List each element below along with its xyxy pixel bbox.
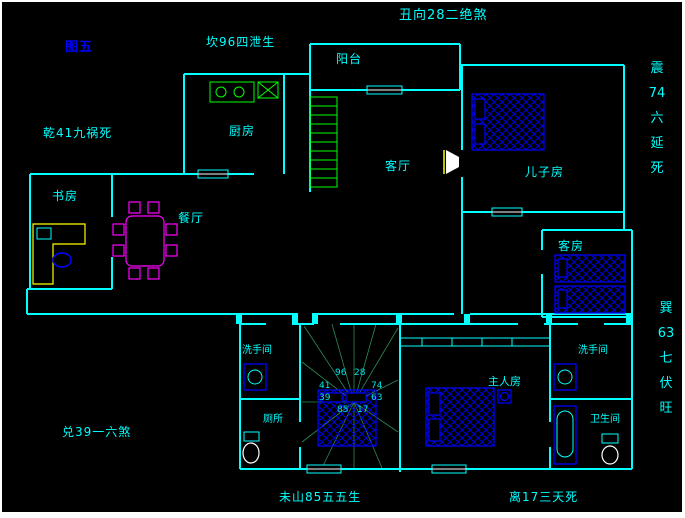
room-label-washroom-right: 洗手间: [578, 345, 608, 356]
annotation-kan: 坎96四泄生: [206, 35, 276, 49]
compass-number: 39: [319, 393, 331, 403]
fixtures: [242, 363, 619, 465]
annotation-xun-column: 巽 63 七 伏 旺: [652, 302, 680, 427]
guest-beds: [554, 254, 626, 314]
annotation-weishan: 未山85五五生: [279, 490, 362, 504]
bathtub: [553, 405, 577, 465]
annotation-zhen-line: 延: [650, 136, 664, 151]
room-label-kitchen: 厨房: [229, 124, 256, 138]
room-label-son: 儿子房: [525, 165, 565, 179]
master-bed: [425, 387, 512, 447]
annotation-dui: 兑39一六煞: [62, 425, 132, 439]
stairs: [309, 96, 338, 188]
study-desk: [32, 223, 86, 285]
room-label-living: 客厅: [385, 159, 412, 173]
kitchen-counter: [209, 81, 279, 103]
windows: [197, 85, 523, 474]
room-label-guest: 客房: [558, 239, 585, 253]
annotation-xun-line: 巽: [659, 301, 673, 316]
annotation-zhen-line: 死: [650, 161, 664, 176]
annotation-zhen-line: 六: [650, 111, 664, 126]
compass-number: 28: [354, 368, 366, 378]
son-bed: [471, 93, 545, 151]
compass-number: 74: [371, 381, 383, 391]
washer-right: [553, 363, 577, 391]
annotation-xun-line: 伏: [659, 376, 673, 391]
room-label-washroom-left: 洗手间: [242, 345, 272, 356]
room-label-dining: 餐厅: [178, 211, 205, 225]
compass-number: 41: [319, 381, 331, 391]
room-label-study: 书房: [52, 189, 79, 203]
figure-number-label: 图五: [65, 40, 94, 55]
compass-number: 63: [371, 393, 383, 403]
door-symbol: [443, 150, 459, 174]
annotation-chouxiang: 丑向28二绝煞: [399, 8, 488, 23]
annotation-xun-line: 63: [657, 326, 675, 341]
compass-number: 17: [357, 405, 369, 415]
annotation-qian: 乾41九祸死: [43, 126, 113, 140]
center-bed: [317, 389, 377, 447]
annotation-zhen-line: 震: [650, 61, 664, 76]
toilet-left: [242, 431, 260, 464]
room-label-bathroom: 卫生间: [590, 414, 620, 425]
beds: [317, 93, 626, 447]
annotation-xun-line: 旺: [659, 401, 673, 416]
room-label-balcony: 阳台: [336, 52, 363, 66]
compass-number: 96: [335, 368, 347, 378]
room-label-toilet: 厕所: [263, 414, 283, 425]
annotation-xun-line: 七: [659, 351, 673, 366]
dining-set: [112, 201, 178, 280]
toilet-right: [601, 433, 619, 465]
room-label-master: 主人房: [488, 375, 521, 388]
annotation-zhen-line: 74: [648, 86, 666, 101]
compass-number: 85: [337, 405, 349, 415]
annotation-zhen-column: 震 74 六 延 死: [643, 62, 671, 187]
annotation-li: 离17三天死: [509, 490, 579, 504]
washer-left: [243, 363, 267, 391]
wall-jambs: [236, 314, 632, 324]
